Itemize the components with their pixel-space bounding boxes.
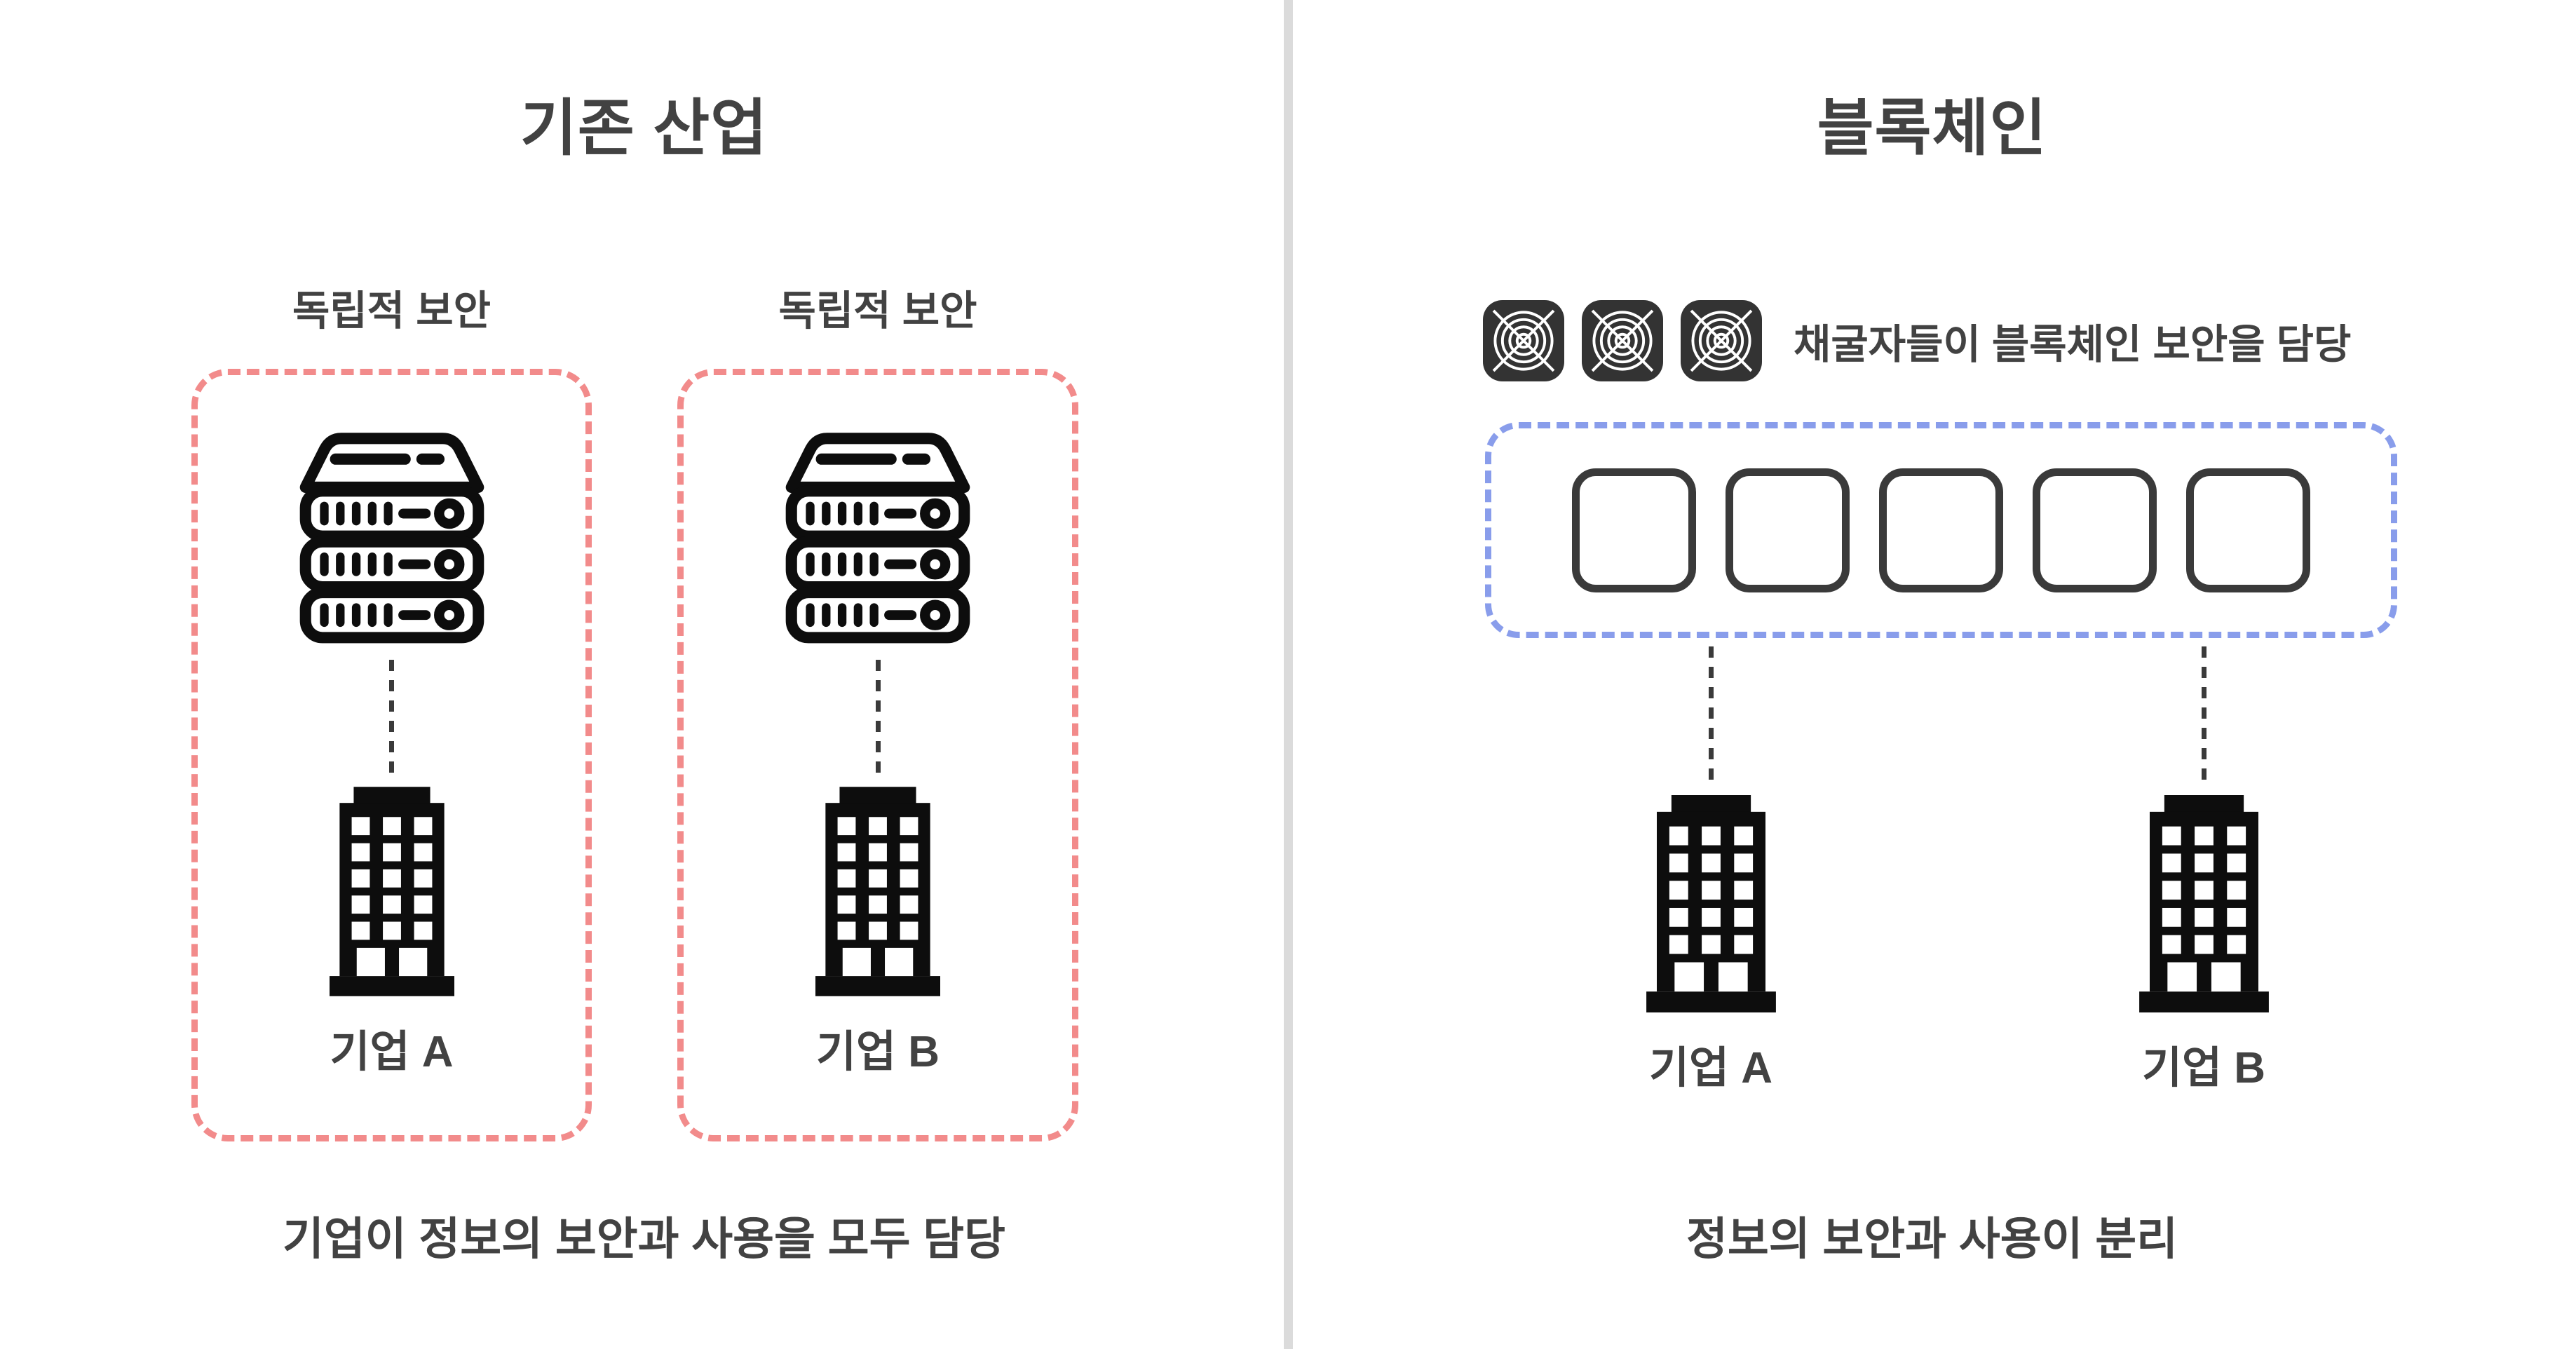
miner-fan-icon [1582, 300, 1663, 381]
company-b-label: 기업 B [2141, 1044, 2266, 1092]
company-b-security-boundary: 기업 B [677, 369, 1078, 1141]
left-panel-caption: 기업이 정보의 보안과 사용을 모두 담당 [283, 1214, 1005, 1264]
independent-security-label-a: 독립적 보안 [292, 288, 491, 334]
office-building-icon [815, 787, 940, 996]
company-b-label: 기업 B [815, 1028, 940, 1076]
company-a-label: 기업 A [1648, 1044, 1773, 1092]
blockchain-block-icon [2186, 468, 2310, 592]
left-panel-title: 기존 산업 [520, 93, 768, 163]
office-building-icon [2139, 795, 2269, 1012]
miners-row: 채굴자들이 블록체인 보안을 담당 [1483, 300, 2351, 381]
panel-divider [1284, 0, 1293, 1349]
server-rack-icon [298, 433, 486, 647]
blockchain-block-icon [1879, 468, 2003, 592]
company-a-label: 기업 A [330, 1028, 454, 1076]
dashed-connector [2201, 646, 2206, 787]
miner-fan-icon [1681, 300, 1762, 381]
right-panel-title: 블록체인 [1817, 93, 2047, 163]
server-rack-icon [784, 433, 972, 647]
miner-fan-icon [1483, 300, 1564, 381]
dashed-connector [389, 660, 394, 775]
dashed-connector [1708, 646, 1714, 787]
blockchain-block-icon [2033, 468, 2157, 592]
right-panel-caption: 정보의 보안과 사용이 분리 [1686, 1214, 2178, 1264]
company-a-security-boundary: 기업 A [191, 369, 592, 1141]
independent-security-label-b: 독립적 보안 [778, 288, 977, 334]
company-b-group: 기업 B [2099, 646, 2309, 1095]
dashed-connector [875, 660, 881, 775]
blockchain-block-icon [1726, 468, 1850, 592]
traditional-industry-panel: 기존 산업 독립적 보안 독립적 보안 기업 A 기업 B 기업이 정보의 보안… [191, 93, 1078, 1264]
blockchain-boundary [1485, 422, 2397, 638]
office-building-icon [1646, 795, 1776, 1012]
blockchain-panel: 블록체인 채굴자들이 블록체인 보안을 담당 기업 A 기업 B 정보의 보안과… [1288, 0, 2576, 1349]
office-building-icon [330, 787, 454, 996]
miners-caption: 채굴자들이 블록체인 보안을 담당 [1794, 322, 2352, 367]
blockchain-block-icon [1572, 468, 1696, 592]
company-a-group: 기업 A [1606, 646, 1816, 1095]
